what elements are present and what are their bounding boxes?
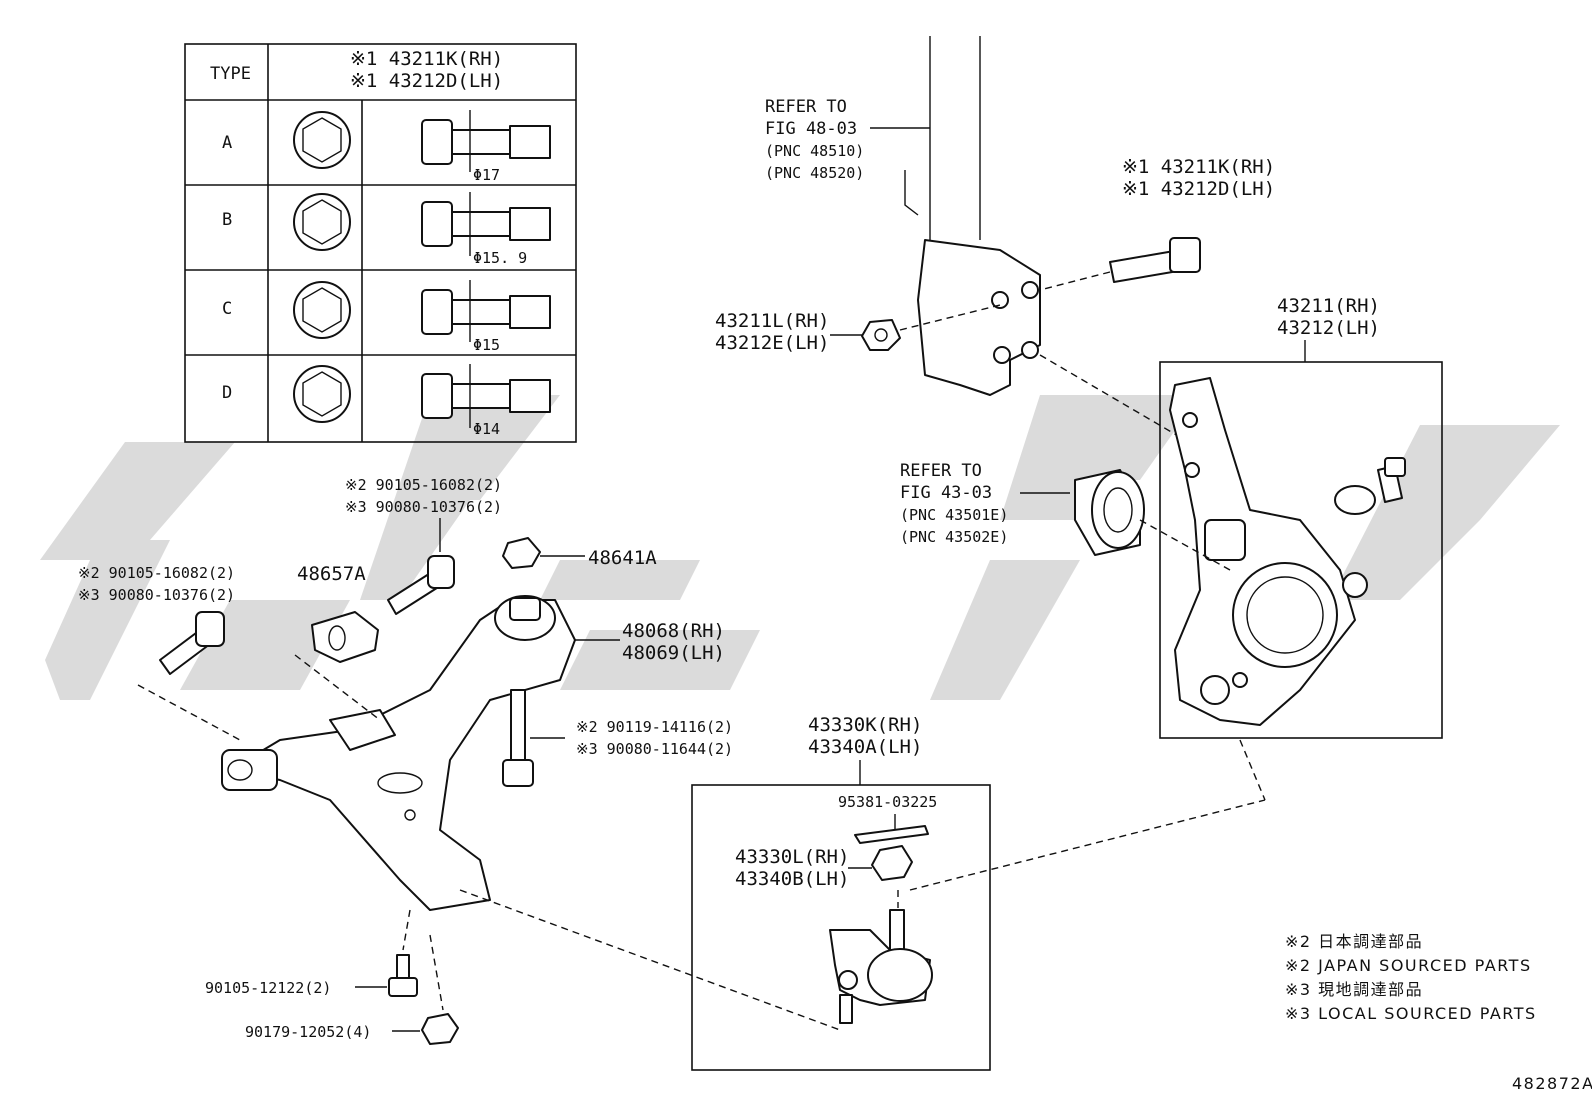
table-type-b: B — [222, 210, 232, 230]
table-header-part-rh: ※1 43211K(RH) — [350, 48, 503, 70]
bushing-bolt-a: ※2 90105-16082(2) — [78, 564, 235, 582]
strut-assembly — [904, 36, 1041, 396]
bracket-label: 48657A — [297, 563, 366, 585]
balljoint-lh: 43340A(LH) — [808, 736, 922, 758]
watermark-logo — [40, 395, 1560, 700]
bolt-type-table: TYPE ※1 43211K(RH) ※1 43212D(LH) A B C D… — [184, 43, 577, 443]
bushing-bolt — [159, 611, 225, 675]
dim-type-a: Φ17 — [473, 166, 500, 184]
balljoint-box — [691, 784, 991, 1071]
arm-rh: 48068(RH) — [622, 620, 725, 642]
refer-strut-line1: REFER TO — [765, 97, 847, 117]
refer-bearing-line4: (PNC 43502E) — [900, 528, 1008, 546]
table-type-a: A — [222, 133, 232, 153]
hub-bearing — [1074, 469, 1145, 556]
table-type-d: D — [222, 383, 232, 403]
sensor-bolt — [1334, 457, 1406, 515]
vertical-bolt — [502, 689, 534, 787]
strut-nut-lh: 43212E(LH) — [715, 332, 829, 354]
strut-bolt-rh: ※1 43211K(RH) — [1122, 156, 1275, 178]
balljoint-nut-rh: 43330L(RH) — [735, 846, 849, 868]
vertical-bolt-a: ※2 90119-14116(2) — [576, 718, 733, 736]
knuckle-box — [1159, 361, 1443, 739]
note-japan-en: ※2 JAPAN SOURCED PARTS — [1285, 956, 1532, 975]
table-header-part-lh: ※1 43212D(LH) — [350, 70, 503, 92]
bushing-bolt-b: ※3 90080-10376(2) — [78, 586, 235, 604]
strut-bolt — [1109, 237, 1201, 283]
lower-bolt-label: 90105-12122(2) — [205, 979, 331, 997]
bolt-head-icon — [293, 111, 351, 423]
bolt-side-icon — [421, 119, 551, 419]
strut-nut — [861, 319, 901, 351]
refer-bearing-line1: REFER TO — [900, 461, 982, 481]
refer-bearing-line3: (PNC 43501E) — [900, 506, 1008, 524]
note-japan-jp: ※2 日本調達部品 — [1285, 932, 1423, 951]
dim-type-d: Φ14 — [473, 420, 500, 438]
lower-bolt — [388, 954, 418, 997]
bracket — [311, 611, 379, 663]
bracket-bolt-b: ※3 90080-10376(2) — [345, 498, 502, 516]
balljoint-nut — [871, 845, 913, 881]
lower-nut-label: 90179-12052(4) — [245, 1023, 371, 1041]
refer-strut-line4: (PNC 48520) — [765, 164, 864, 182]
refer-strut-line3: (PNC 48510) — [765, 142, 864, 160]
cotter-pin-label: 95381-03225 — [838, 793, 937, 811]
bracket-bolt-a: ※2 90105-16082(2) — [345, 476, 502, 494]
strut-bolt-lh: ※1 43212D(LH) — [1122, 178, 1275, 200]
steering-knuckle — [1169, 377, 1368, 726]
note-local-en: ※3 LOCAL SOURCED PARTS — [1285, 1004, 1537, 1023]
arm-nut — [502, 537, 541, 569]
diagram-id: 482872A — [1512, 1074, 1592, 1093]
table-type-c: C — [222, 299, 232, 319]
nut-48641: 48641A — [588, 547, 657, 569]
knuckle-lh: 43212(LH) — [1277, 317, 1380, 339]
refer-strut-line2: FIG 48-03 — [765, 119, 857, 139]
lower-control-arm — [221, 595, 576, 911]
note-local-jp: ※3 現地調達部品 — [1285, 980, 1423, 999]
dim-type-b: Φ15. 9 — [473, 249, 527, 267]
knuckle-rh: 43211(RH) — [1277, 295, 1380, 317]
lower-nut — [421, 1013, 459, 1045]
vertical-bolt-b: ※3 90080-11644(2) — [576, 740, 733, 758]
balljoint-nut-lh: 43340B(LH) — [735, 868, 849, 890]
table-header-type: TYPE — [210, 64, 251, 84]
refer-bearing-line2: FIG 43-03 — [900, 483, 992, 503]
bracket-bolt — [387, 555, 455, 615]
dim-type-c: Φ15 — [473, 336, 500, 354]
strut-nut-rh: 43211L(RH) — [715, 310, 829, 332]
cotter-pin — [854, 825, 929, 844]
arm-lh: 48069(LH) — [622, 642, 725, 664]
ball-joint — [829, 909, 933, 1024]
balljoint-rh: 43330K(RH) — [808, 714, 922, 736]
